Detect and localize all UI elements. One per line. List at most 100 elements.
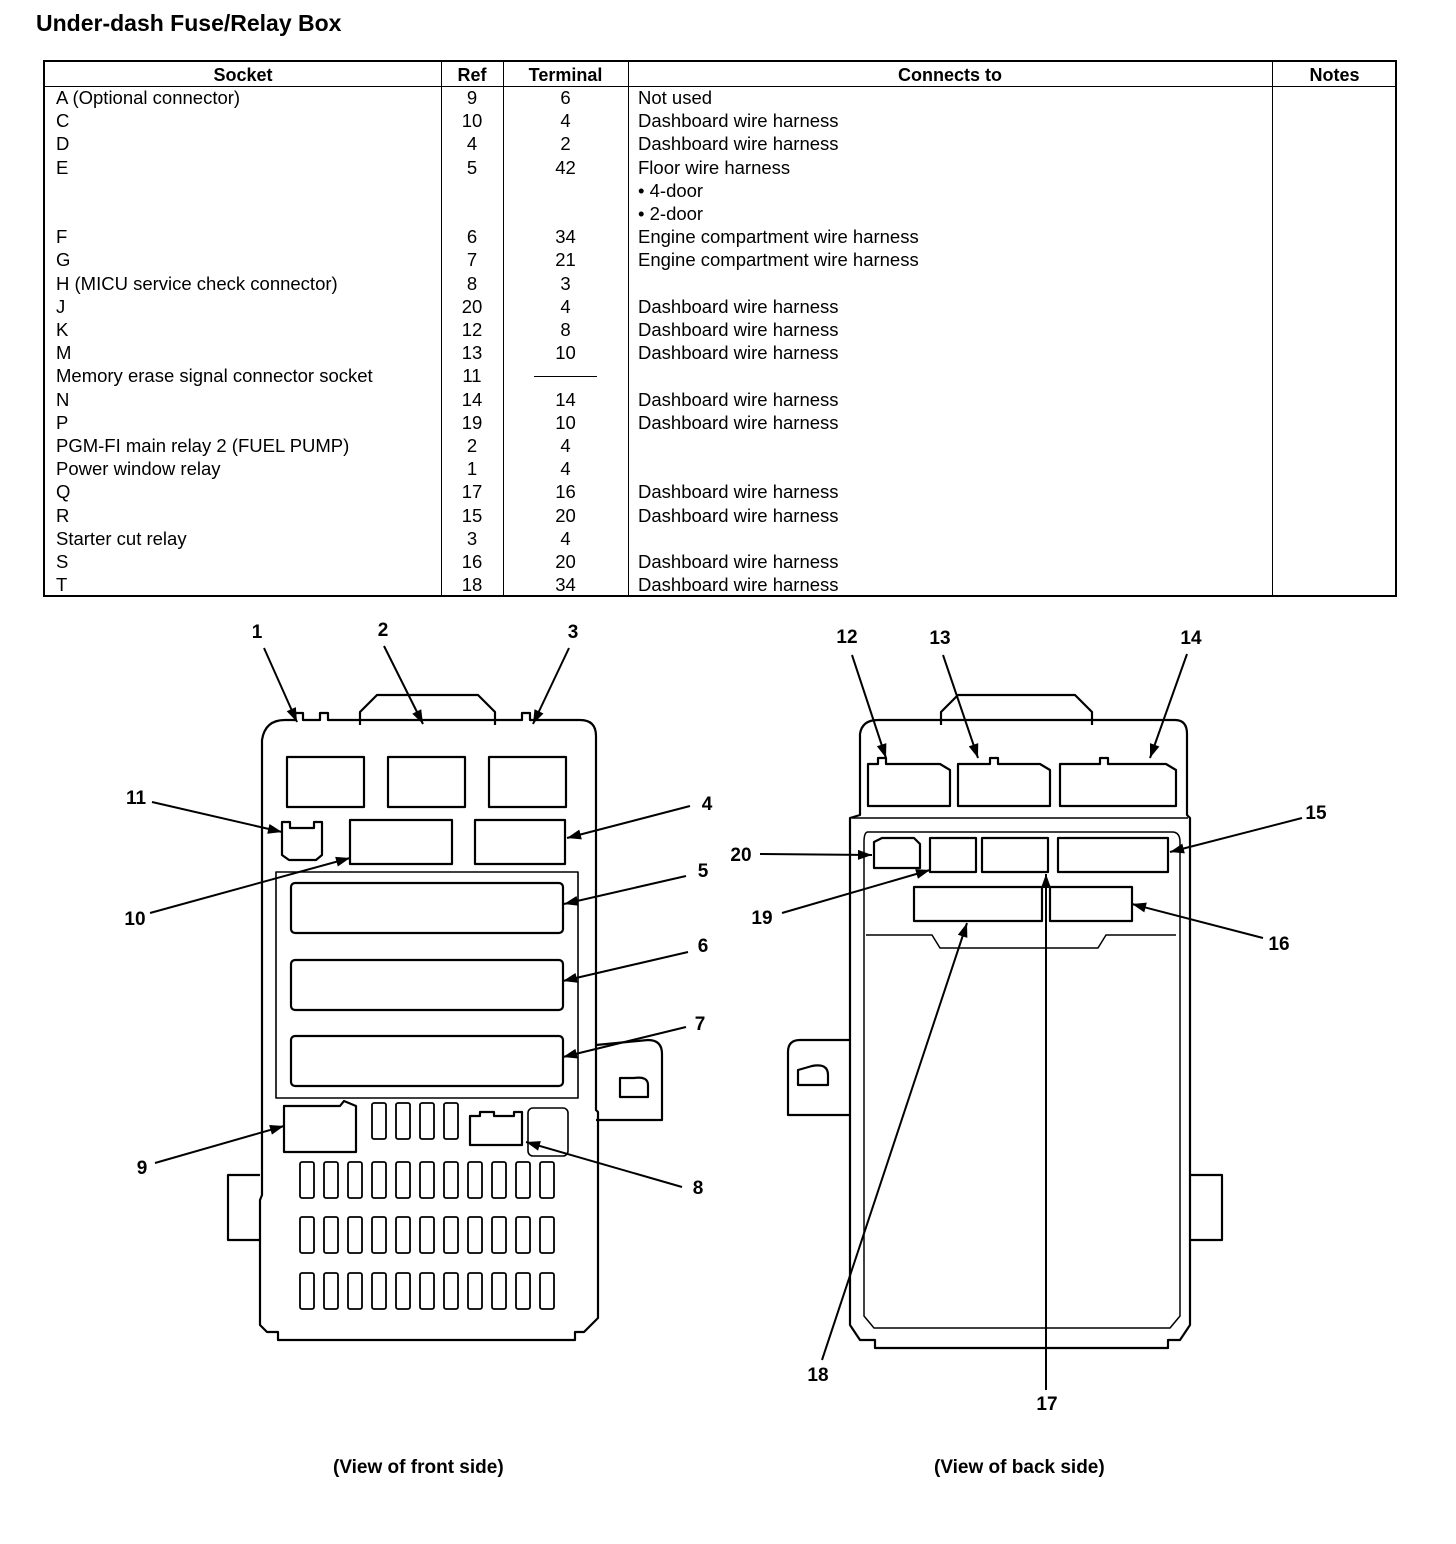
cell-socket: D (56, 133, 70, 155)
cell-terminal: 34 (555, 574, 576, 596)
column-divider (628, 62, 629, 595)
front-relay-frame (275, 871, 579, 1099)
callout-label-18: 18 (807, 1365, 828, 1386)
cell-terminal: 4 (560, 110, 571, 132)
cell-socket: R (56, 504, 70, 526)
back-socket-18 (912, 885, 1044, 923)
back-socket-20 (872, 836, 922, 870)
cell-terminal: 4 (560, 295, 571, 317)
cell-terminal: 6 (560, 87, 571, 108)
cell-socket: N (56, 388, 70, 410)
callout-label-5: 5 (698, 861, 709, 882)
cell-ref: 10 (461, 110, 483, 132)
cell-socket: Starter cut relay (56, 527, 187, 549)
front-socket-1 (285, 755, 366, 809)
cell-connects-to: Dashboard wire harness (638, 133, 839, 155)
cell-connects-to: Dashboard wire harness (638, 319, 839, 340)
front-socket-2 (386, 755, 467, 809)
cell-terminal: — (503, 364, 628, 387)
cell-terminal: 20 (555, 504, 576, 526)
back-socket-16 (1048, 885, 1134, 923)
cell-connects-to: • 4-door (638, 179, 704, 201)
callout-label-20: 20 (730, 845, 751, 866)
cell-socket: P (56, 411, 69, 433)
callout-label-7: 7 (695, 1014, 706, 1035)
front-socket-8 (468, 1110, 524, 1147)
back-top-tab (939, 693, 1094, 725)
cell-terminal: 4 (560, 458, 571, 480)
cell-ref: 17 (461, 481, 483, 503)
callout-label-19: 19 (751, 908, 772, 929)
cell-terminal: 8 (560, 319, 571, 340)
cell-connects-to: Dashboard wire harness (638, 411, 839, 433)
front-right-bracket (595, 1038, 664, 1122)
back-box-outline (848, 718, 1192, 1350)
cell-ref: 1 (466, 458, 478, 480)
front-socket-10 (348, 818, 454, 866)
arrow-20 (759, 849, 873, 860)
cell-terminal: 3 (560, 272, 571, 294)
front-spare-slot (527, 1107, 569, 1157)
callout-label-6: 6 (698, 936, 709, 957)
header-socket: Socket (213, 65, 273, 85)
callout-label-13: 13 (929, 628, 950, 649)
callout-arrows (149, 645, 1303, 1390)
back-inner-panel (863, 831, 1181, 1329)
cell-terminal: 34 (555, 226, 576, 248)
cell-connects-to: Floor wire harness (638, 156, 791, 178)
front-box-outline (258, 711, 600, 1342)
arrow-9 (154, 1125, 285, 1164)
cell-socket: PGM-FI main relay 2 (FUEL PUMP) (56, 435, 350, 456)
callout-label-1: 1 (252, 622, 263, 643)
arrow-17 (1041, 874, 1051, 1390)
back-socket-12 (866, 756, 952, 808)
back-fuse-box (786, 693, 1224, 1350)
cell-terminal: 21 (555, 249, 576, 271)
arrow-7 (562, 1026, 687, 1059)
arrow-8 (525, 1141, 683, 1188)
header-divider (45, 86, 1395, 87)
cell-terminal: 4 (560, 527, 571, 549)
cell-ref: 15 (461, 504, 483, 526)
cell-connects-to: • 2-door (638, 203, 704, 224)
front-left-bracket (226, 1173, 260, 1242)
header-ref: Ref (457, 65, 487, 85)
cell-connects-to: Dashboard wire harness (638, 551, 839, 572)
header-connects-to: Connects to (897, 65, 1002, 85)
cell-terminal: 42 (555, 156, 576, 178)
cell-connects-to: Engine compartment wire harness (638, 226, 919, 248)
cell-connects-to: Not used (638, 87, 713, 108)
front-view-caption: (View of front side) (333, 1457, 504, 1478)
table-row: Power window relay 1 4 (45, 457, 1395, 480)
front-socket-4 (473, 818, 567, 866)
arrow-14 (1149, 653, 1188, 759)
callout-label-14: 14 (1180, 628, 1202, 649)
cell-ref: 13 (461, 342, 483, 364)
socket-table: Socket Ref Terminal Connects to Notes A … (43, 60, 1397, 597)
back-socket-17 (980, 836, 1050, 874)
cell-ref: 12 (461, 319, 483, 340)
cell-socket: A (Optional connector) (56, 87, 241, 108)
cell-ref: 7 (466, 249, 478, 271)
cell-ref: 14 (461, 388, 483, 410)
terminal-dash (534, 376, 597, 378)
back-left-bracket (786, 1038, 850, 1117)
arrow-18 (821, 922, 968, 1361)
cell-connects-to: Dashboard wire harness (638, 388, 839, 410)
header-notes: Notes (1309, 65, 1360, 85)
back-view-caption: (View of back side) (934, 1457, 1105, 1478)
arrow-2 (383, 645, 424, 725)
arrow-12 (851, 654, 887, 759)
front-socket-9 (282, 1099, 358, 1154)
cell-socket: Power window relay (56, 458, 221, 480)
front-fuse-box (226, 693, 664, 1342)
